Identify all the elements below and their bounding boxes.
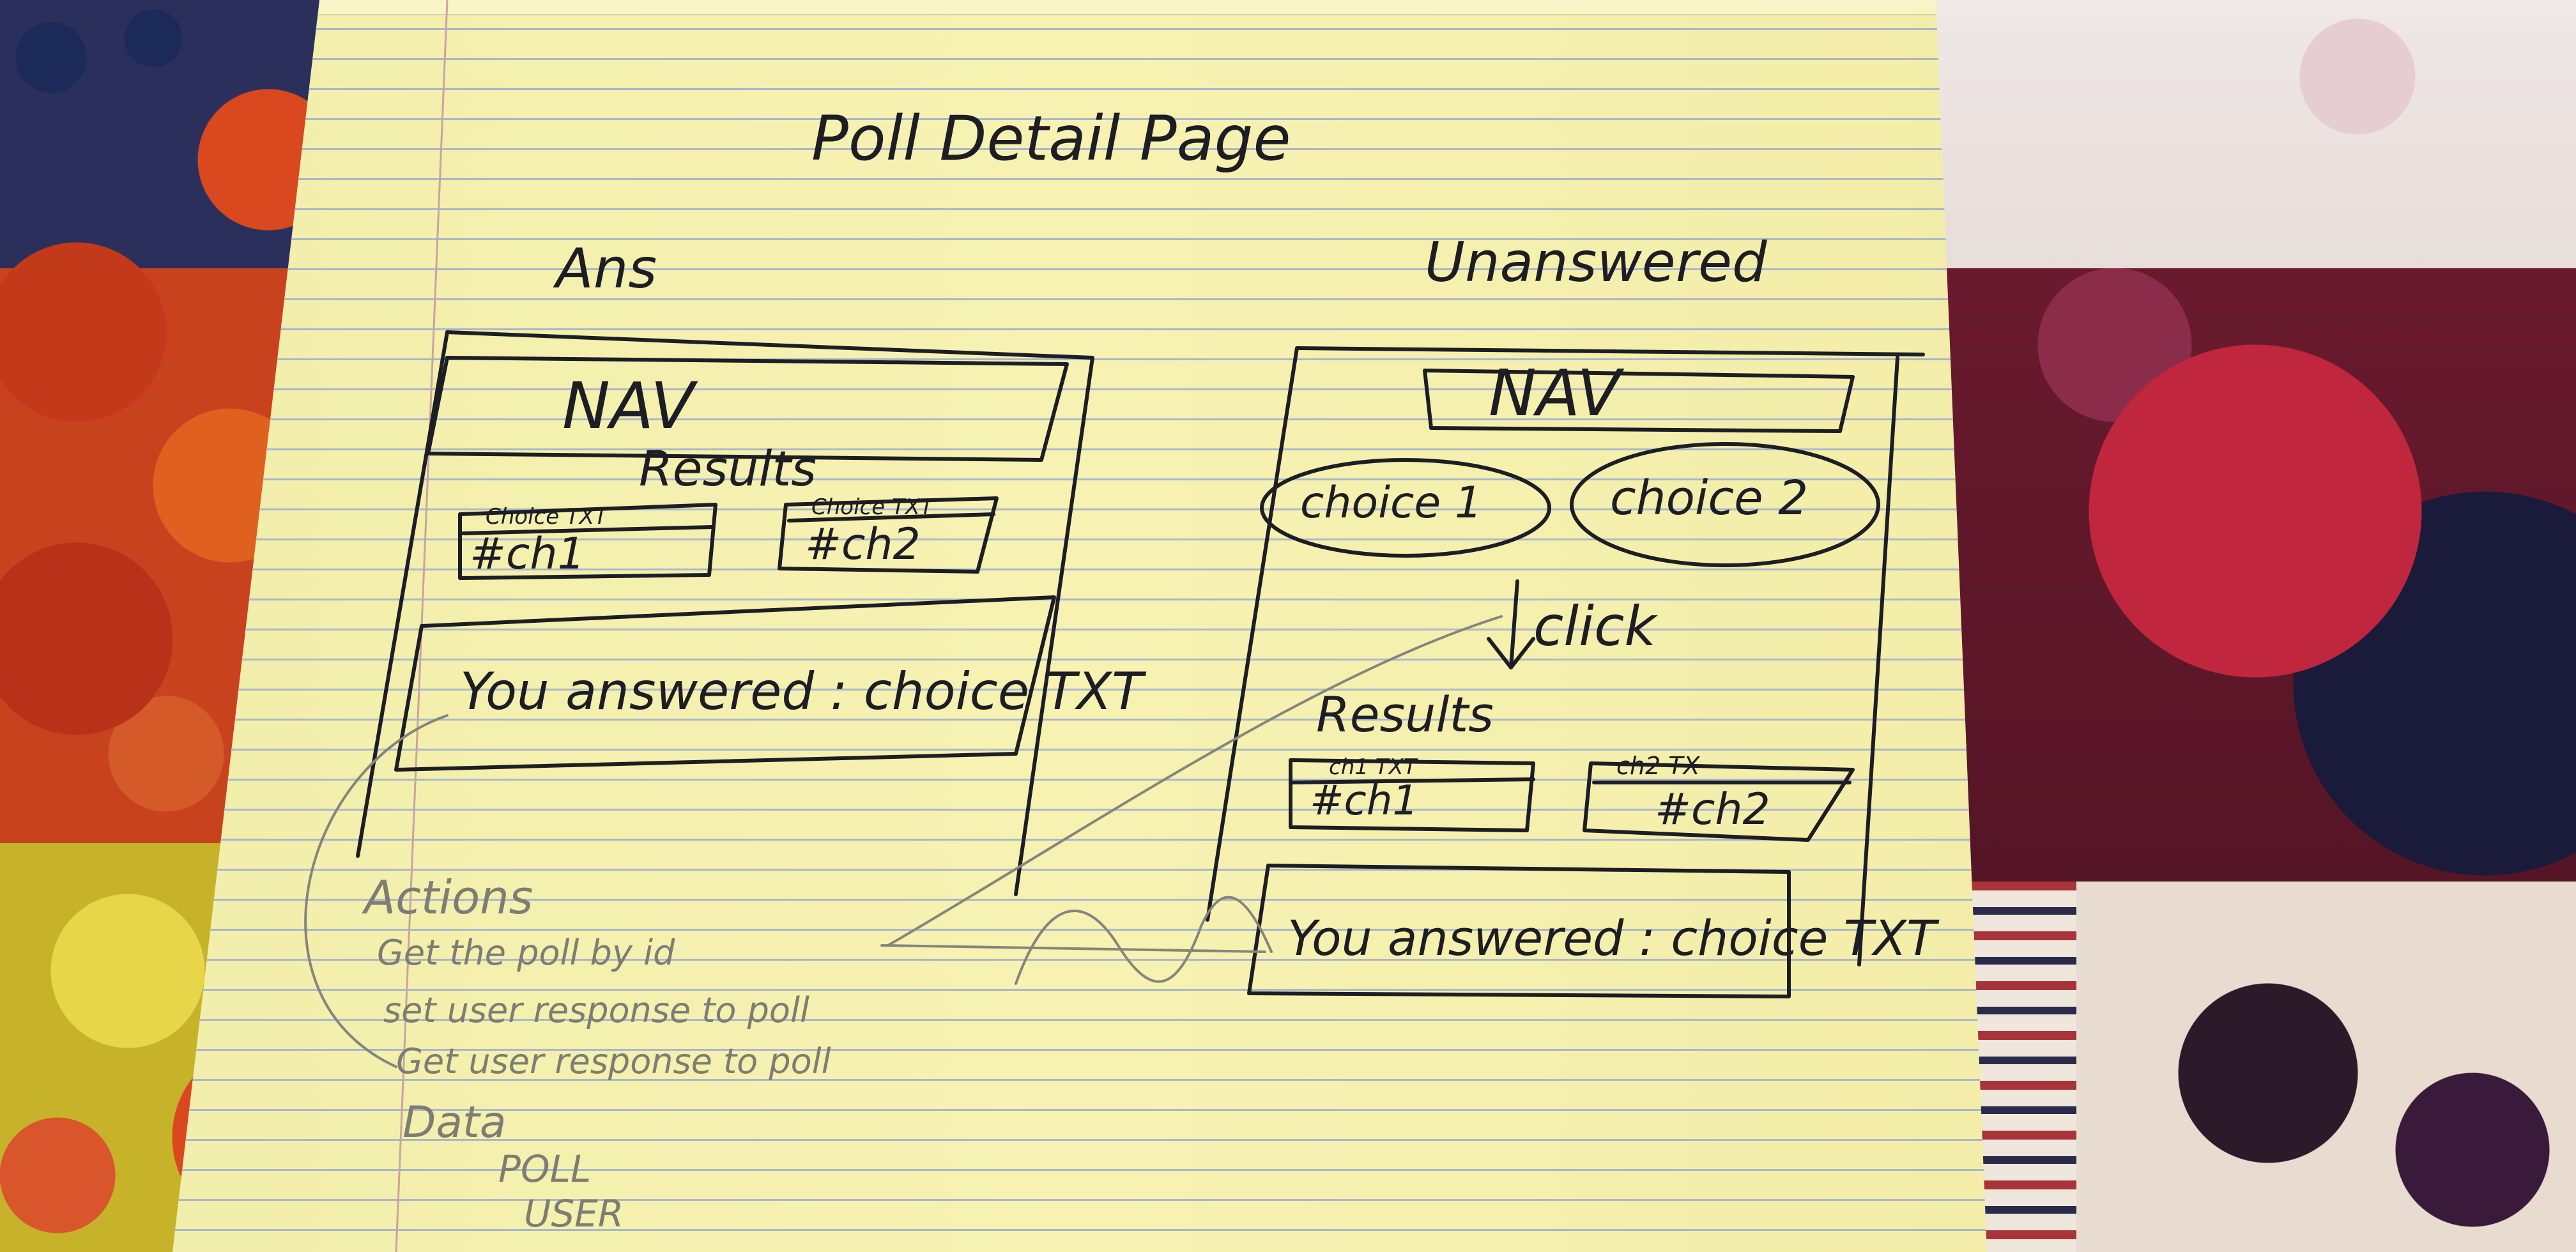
fabric-background-right-mid	[1910, 268, 2576, 882]
answered-results-label: Results	[639, 440, 816, 497]
unanswered-choice2-caption: ch2 TX	[1616, 752, 1700, 780]
unanswered-nav-label: NAV	[1489, 356, 1625, 431]
connector-squiggle	[1015, 896, 1273, 985]
unanswered-choice2-result-box	[1583, 761, 1855, 842]
page-title: Poll Detail Page	[811, 103, 1291, 174]
unanswered-choice1-button	[1260, 458, 1551, 558]
fabric-background-right-top	[1910, 0, 2576, 268]
answered-heading: Ans	[553, 237, 657, 301]
unanswered-answer-text: You answered : choice TXT	[1287, 910, 1940, 966]
unanswered-choice2-button	[1570, 442, 1880, 567]
unanswered-choice1-caption: ch1 TXT	[1329, 754, 1418, 780]
answered-choice2-divider	[787, 512, 995, 523]
answered-choice1-count: #ch1	[470, 529, 585, 579]
answered-frame-left	[356, 330, 449, 858]
answered-frame	[445, 330, 1094, 896]
answered-answer-box	[394, 595, 1056, 772]
unanswered-results-label: Results	[1316, 686, 1494, 743]
unanswered-heading: Unanswered	[1425, 231, 1767, 294]
actions-heading: Actions	[362, 871, 533, 924]
unanswered-choice1-result-box	[1289, 758, 1535, 832]
answered-choice2-count: #ch2	[805, 519, 921, 570]
data-item-poll: POLL	[498, 1147, 591, 1191]
connector-answered-to-get-response	[304, 714, 448, 1068]
action-item-3: Get user response to poll	[396, 1041, 831, 1081]
action-item-1: Get the poll by id	[377, 933, 675, 973]
answered-choice1-divider	[461, 525, 714, 535]
connector-set-response-to-click	[887, 615, 1503, 947]
unanswered-frame-right	[1857, 356, 1899, 966]
action-item-2: set user response to poll	[383, 990, 809, 1030]
connector-actions-to-answer	[880, 944, 1266, 953]
answered-choice1-caption: Choice TXT	[486, 504, 609, 530]
data-heading: Data	[402, 1097, 506, 1148]
answered-answer-text: You answered : choice TXT	[460, 662, 1147, 721]
unanswered-nav-box	[1423, 369, 1855, 433]
unanswered-choice1-label: choice 1	[1300, 478, 1482, 528]
fabric-background-right-bottom	[1910, 882, 2576, 1252]
answered-nav-box	[426, 356, 1069, 462]
unanswered-frame-left	[1206, 346, 1299, 922]
answered-choice2-caption: Choice TXT	[811, 494, 935, 520]
click-label: click	[1533, 595, 1658, 659]
unanswered-choice2-count: #ch2	[1655, 784, 1770, 835]
answered-choice1-box	[458, 503, 717, 580]
data-item-user: USER	[524, 1192, 624, 1235]
unanswered-frame-top	[1295, 346, 1925, 356]
answered-nav-label: NAV	[562, 369, 698, 443]
unanswered-choice1-divider	[1289, 777, 1535, 784]
answered-choice2-box	[778, 496, 999, 574]
legal-pad-top-edge	[319, 0, 1936, 15]
legal-pad-sheet	[172, 0, 1987, 1252]
click-arrow	[1487, 579, 1535, 669]
unanswered-choice2-label: choice 2	[1610, 471, 1808, 526]
unanswered-choice1-count: #ch1	[1310, 777, 1418, 825]
